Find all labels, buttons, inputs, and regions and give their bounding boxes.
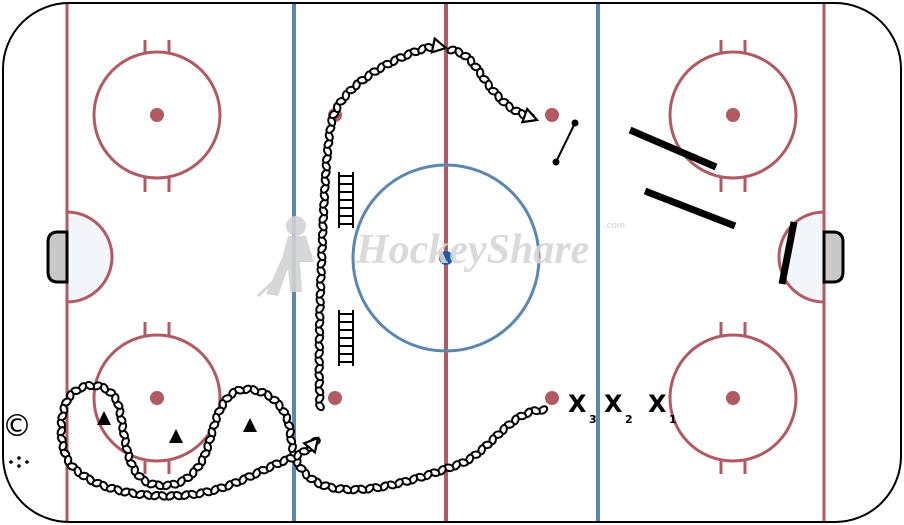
stick-obstacle-1	[628, 126, 718, 171]
players: X 3 X 2 X 1	[568, 390, 677, 426]
stick-obstacle-3	[778, 221, 798, 285]
pass-line	[552, 119, 579, 166]
stick-obstacle-2	[643, 187, 737, 230]
corner-mark: ©	[2, 409, 32, 468]
faceoff-dots	[150, 108, 740, 405]
puck-pile-icon	[9, 456, 29, 468]
center-dot	[439, 251, 453, 265]
player-x2: X 2	[604, 390, 633, 426]
cone-3	[243, 418, 257, 432]
cone-2	[169, 429, 183, 443]
svg-text:3: 3	[589, 413, 597, 426]
faceoff-circles	[92, 40, 798, 474]
skate-path-upper-arrowhead	[430, 36, 449, 54]
player-x1: X 1	[648, 390, 677, 426]
skate-path-top-right	[446, 45, 540, 124]
svg-text:2: 2	[625, 413, 633, 426]
svg-text:X: X	[568, 390, 587, 418]
ladder-upper	[338, 172, 354, 228]
watermark-text: HockeyShare	[355, 227, 589, 273]
goal-crease-left	[65, 210, 114, 304]
rink-surface	[3, 3, 901, 522]
skating-paths	[56, 36, 549, 501]
net-left	[46, 230, 69, 284]
stick-obstacles	[628, 126, 798, 285]
cone-1	[97, 411, 111, 425]
ladder-lower	[338, 310, 354, 366]
watermark-player-icon	[256, 216, 314, 298]
skate-path-top-right-arrowhead	[520, 106, 540, 124]
svg-text:X: X	[604, 390, 623, 418]
svg-text:1: 1	[669, 413, 677, 426]
net-right	[822, 230, 845, 284]
center-circle	[351, 163, 541, 353]
skate-path-lower-arrowhead	[302, 436, 320, 455]
skate-path-upper	[314, 36, 449, 412]
player-x3: X 3	[568, 390, 597, 426]
svg-text:X: X	[648, 390, 667, 418]
cones	[97, 411, 257, 443]
copyright-symbol: ©	[2, 409, 32, 444]
watermark: HockeyShare .com	[256, 216, 625, 298]
watermark-suffix: .com	[604, 220, 625, 230]
skate-path-lower	[56, 381, 549, 501]
